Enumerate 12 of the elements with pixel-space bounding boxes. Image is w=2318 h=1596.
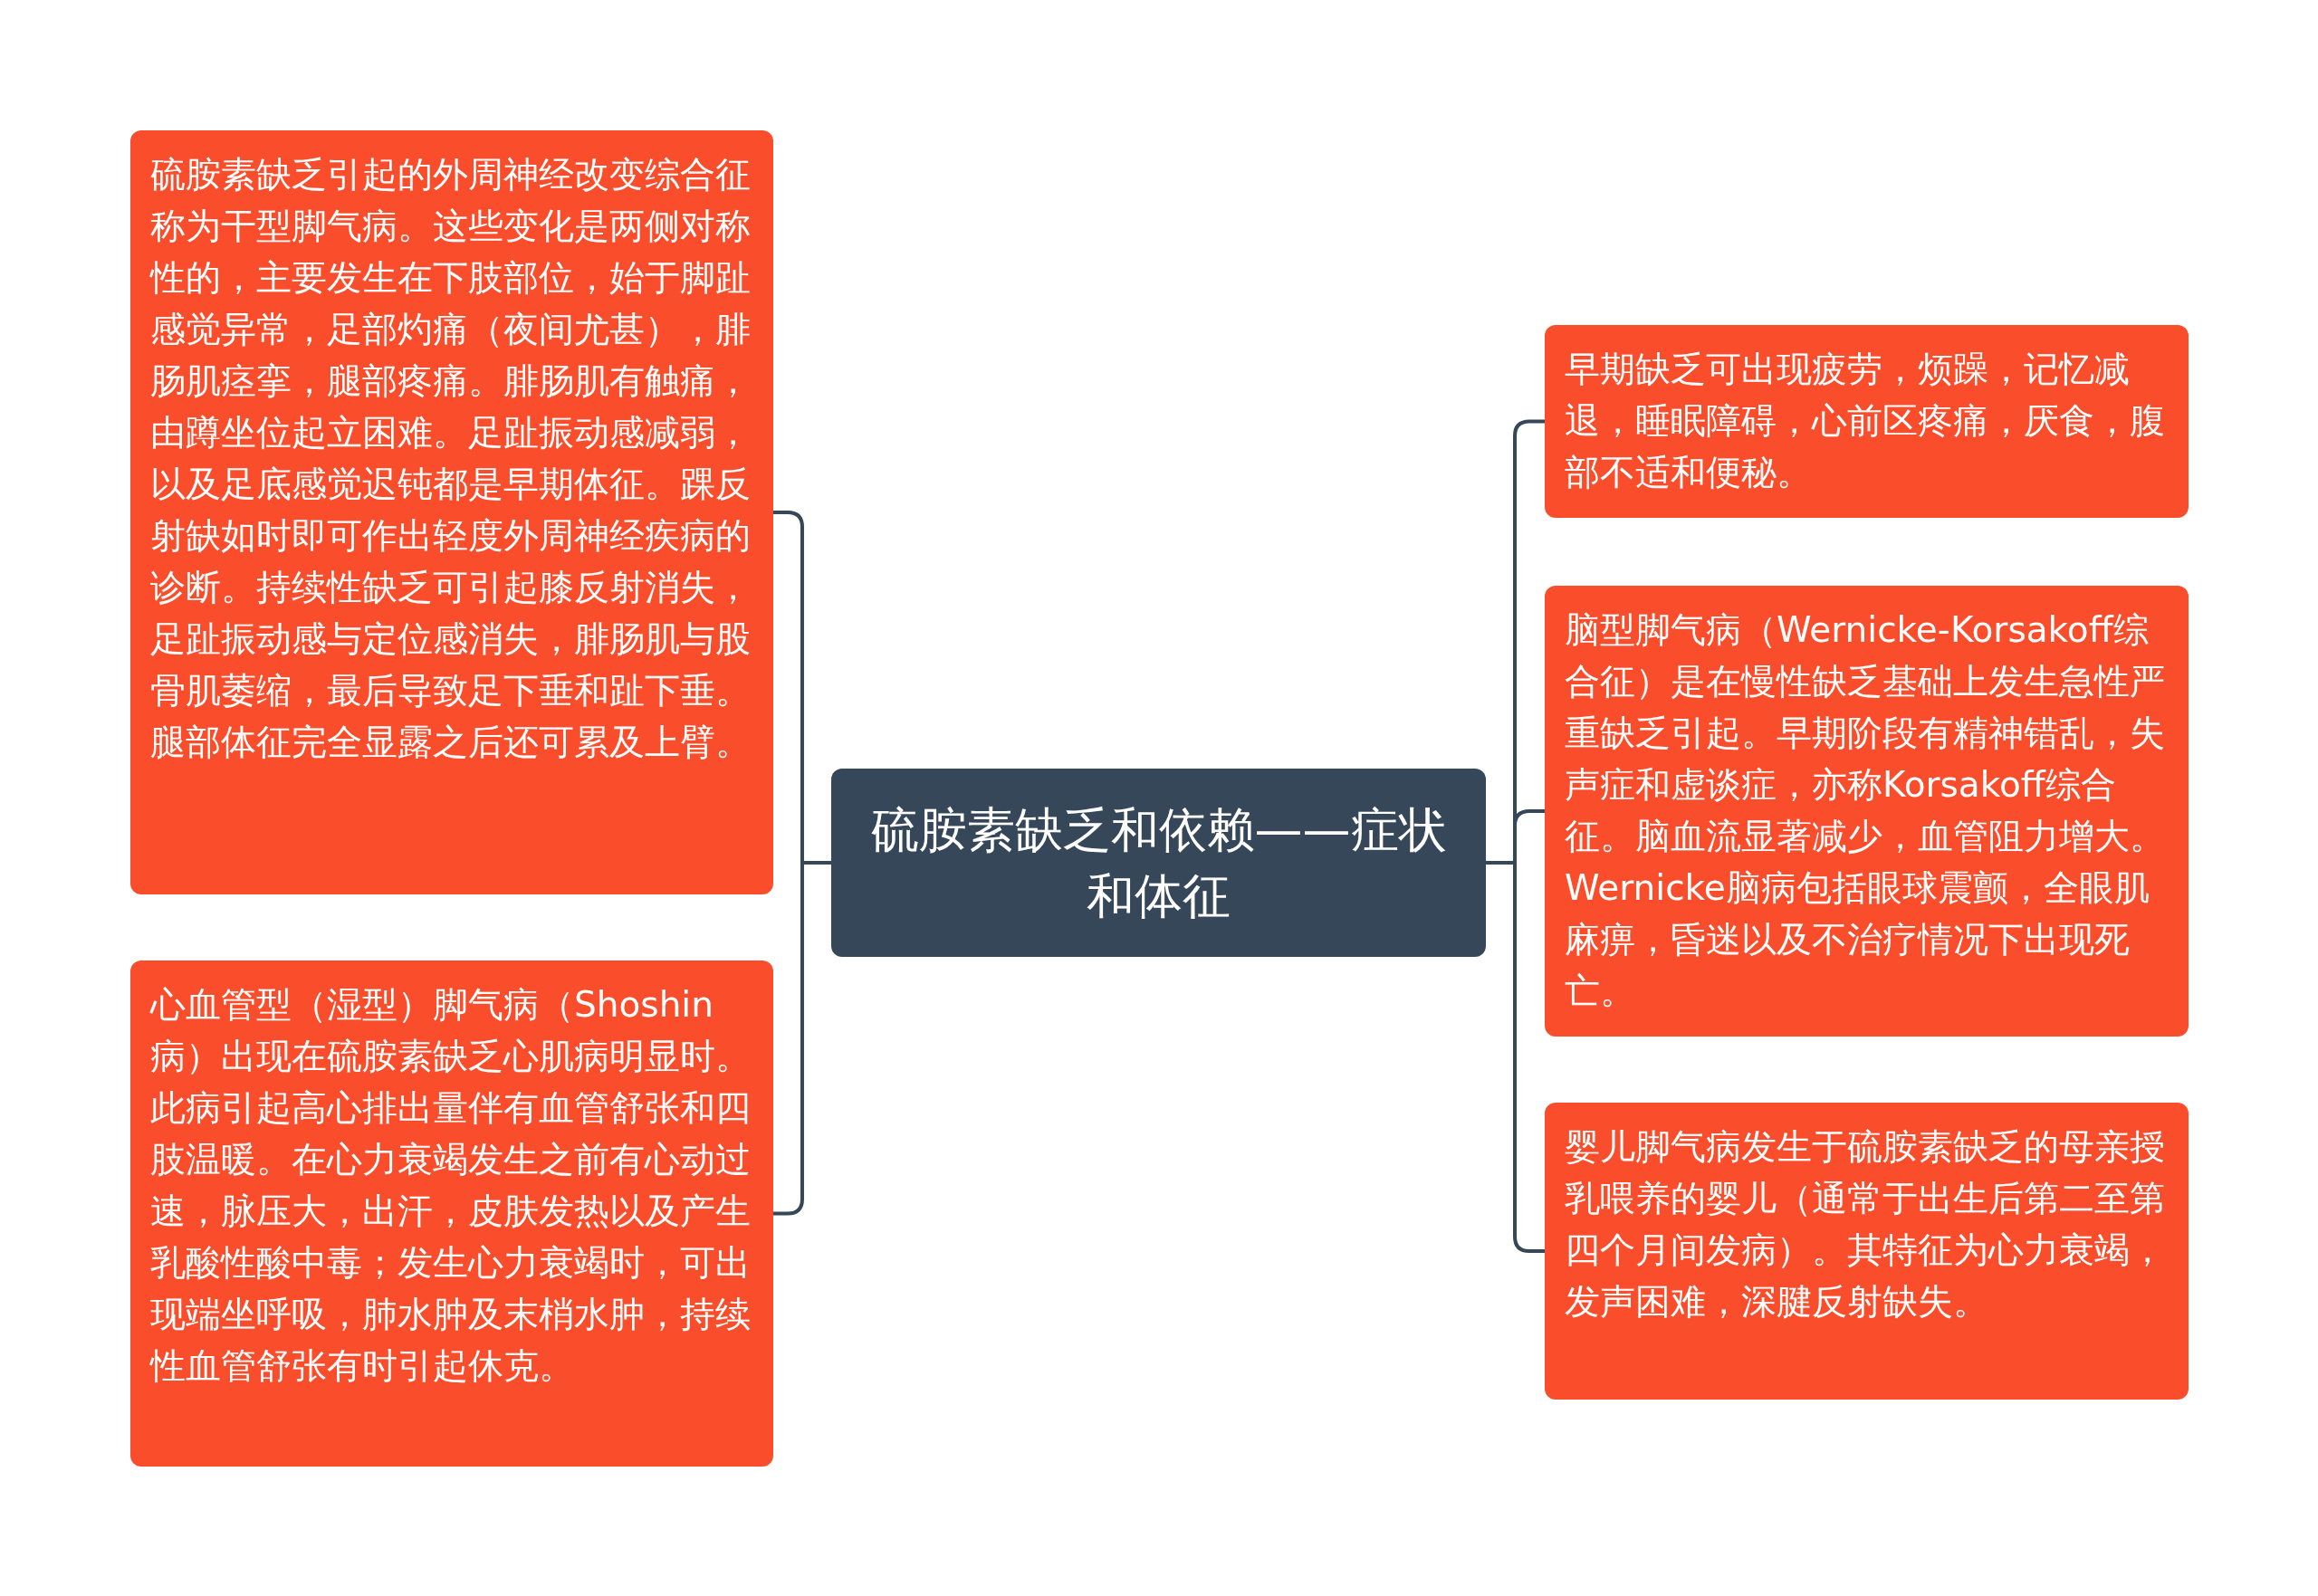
topic-box	[1545, 1103, 2189, 1400]
topic-box	[1545, 586, 2189, 1037]
central-topic-box	[831, 769, 1486, 957]
topic-box	[130, 960, 773, 1467]
topic-box	[130, 130, 773, 894]
central-topic-text: 硫胺素缺乏和依赖——症状和体征	[869, 801, 1448, 925]
topic-text: 硫胺素缺乏引起的外周神经改变综合征称为干型脚气病。这些变化是两侧对称性的，主要发生在下肢部位，始于脚趾感觉异常，足部灼痛（夜间尤甚），腓肠肌痉挛，腿部疼痛。腓肠肌有触痛，由蹲坐位起立困难。足趾振动感减弱，以及足底感觉迟钝都是早期体征。踝反射缺如时即可作出轻度外周神经疾病的诊断。持续性缺乏可引起膝反射消失，足趾振动感与定位感消失，腓肠肌与股骨肌萎缩，最后导致足下垂和趾下垂。腿部体征完全显露之后还可累及上臂。	[150, 153, 752, 764]
topic-text: 心血管型（湿型）脚气病（Shoshin病）出现在硫胺素缺乏心肌病明显时。此病引起高心排出量伴有血管舒张和四肢温暖。在心力衰竭发生之前有心动过速，脉压大，出汗，皮肤发热以及产生乳酸性酸中毒；发生心力衰竭时，可出现端坐呼吸，肺水肿及末梢水肿，持续性血管舒张有时引起休克。	[150, 983, 752, 1388]
topic-text: 早期缺乏可出现疲劳，烦躁，记忆减退，睡眠障碍，心前区疼痛，厌食，腹部不适和便秘。	[1565, 348, 2166, 494]
topic-text: 脑型脚气病（Wernicke-Korsakoff综合征）是在慢性缺乏基础上发生急性严重缺乏引起。早期阶段有精神错乱，失声症和虚谈症，亦称Korsakoff综合征。脑血流显著减少，血管阻力增大。Wernicke脑病包括眼球震颤，全眼肌麻痹，昏迷以及不治疗情况下出现死亡。	[1565, 608, 2166, 1013]
topic-box	[1545, 325, 2189, 518]
topic-text: 婴儿脚气病发生于硫胺素缺乏的母亲授乳喂养的婴儿（通常于出生后第二至第四个月间发病）。其特征为心力衰竭，发声困难，深腱反射缺失。	[1565, 1125, 2166, 1324]
